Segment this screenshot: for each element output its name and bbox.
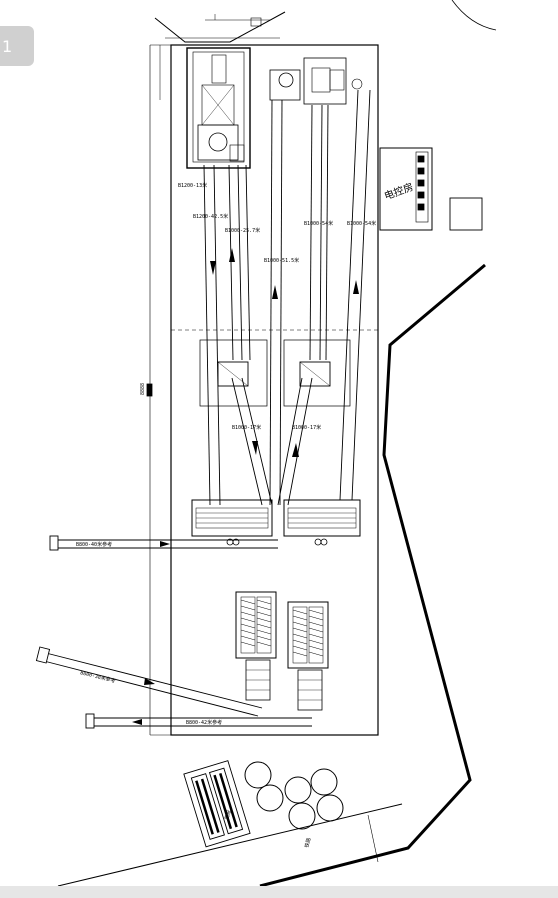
conveyor-b1200-42 bbox=[203, 164, 221, 506]
label-b800-42: B800-42米参考 bbox=[186, 719, 222, 726]
label-note-1: 图纸 bbox=[223, 809, 233, 821]
label-b1000-54b: B1000-54米 bbox=[347, 220, 376, 227]
conveyor-b1000-17a bbox=[231, 377, 273, 506]
label-dimension: 8888 bbox=[140, 383, 146, 395]
feeder-unit-right bbox=[283, 499, 361, 537]
label-b800-40: B800-40米参考 bbox=[76, 541, 112, 548]
conveyor-b800-38 bbox=[35, 646, 263, 717]
label-control-room: 电控房 bbox=[382, 180, 415, 202]
conveyor-b1000-51 bbox=[269, 99, 283, 506]
sand-washer-left bbox=[235, 591, 277, 659]
label-b1000-51: B1000-51.5米 bbox=[264, 257, 299, 264]
road-line bbox=[57, 803, 403, 886]
control-room bbox=[379, 147, 433, 231]
label-note-2: 铁路 bbox=[303, 837, 312, 848]
page-number: 1 bbox=[2, 36, 13, 56]
top-arc bbox=[451, 0, 497, 31]
filter-press-unit bbox=[183, 760, 251, 848]
bottom-scroll-bar bbox=[0, 886, 558, 898]
main-building-outline bbox=[170, 44, 379, 736]
conveyor-b1000-54a bbox=[309, 104, 329, 361]
sand-washer-right bbox=[287, 601, 329, 669]
conveyor-b800-42 bbox=[85, 713, 312, 729]
screen-room-left bbox=[199, 339, 268, 407]
conveyor-b1000-25 bbox=[228, 164, 251, 361]
label-b1000-25: B1000-25.7米 bbox=[225, 227, 260, 234]
label-b800-38: B800-38米参考 bbox=[80, 669, 117, 685]
label-b1200-42: B1200-42.5米 bbox=[193, 213, 228, 220]
page-number-badge: 1 bbox=[0, 26, 34, 66]
head-drive-1 bbox=[269, 69, 301, 101]
label-b1200-13: B1200-13米 bbox=[178, 182, 207, 189]
label-b1000-17b: B1000-17米 bbox=[292, 424, 321, 431]
water-tanks bbox=[244, 761, 344, 830]
label-b1000-54a: B1000-54米 bbox=[304, 220, 333, 227]
conveyor-b1000-17b bbox=[277, 377, 313, 506]
small-building bbox=[449, 197, 483, 231]
site-boundary-line bbox=[259, 263, 486, 886]
conveyor-b1000-54b bbox=[339, 89, 371, 501]
screen-room-right bbox=[283, 339, 351, 407]
feeder-unit-left bbox=[191, 499, 273, 537]
label-b1000-17a: B1000-17米 bbox=[232, 424, 261, 431]
conveyor-b800-40 bbox=[49, 535, 278, 551]
crusher-pit bbox=[186, 47, 251, 169]
